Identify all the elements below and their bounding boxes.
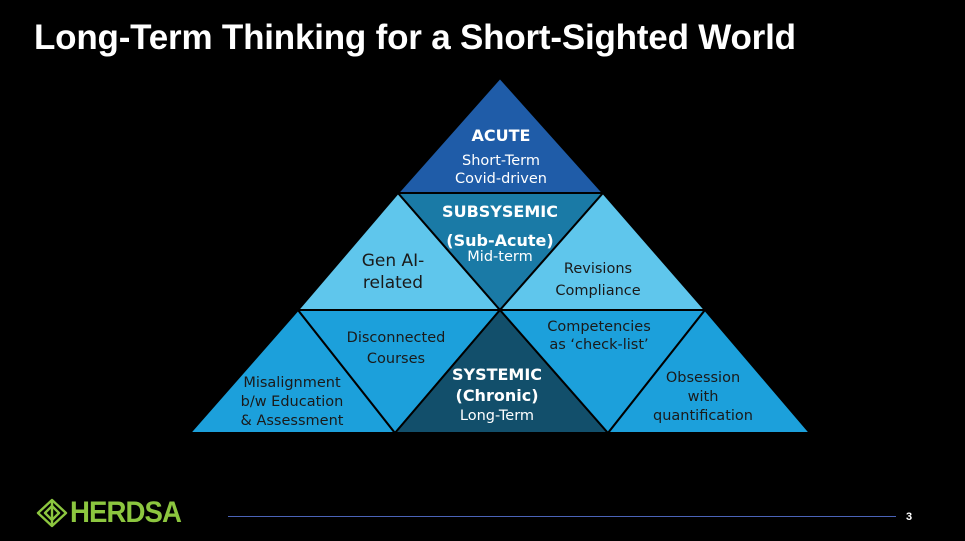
revisions-line1: Revisions xyxy=(563,261,633,277)
disconnected-label: Disconnected Courses xyxy=(347,328,446,370)
misalignment-line1: Misalignment xyxy=(243,375,341,391)
subsystemic-line1: Mid-term xyxy=(467,249,533,265)
revisions-line2: Compliance xyxy=(555,283,641,299)
acute-line1: Short-Term xyxy=(462,153,540,169)
systemic-heading2: (Chronic) xyxy=(455,386,539,405)
gen-ai-label: Gen AI- related xyxy=(362,250,425,294)
competencies-line2: as ‘check-list’ xyxy=(549,337,649,353)
systemic-label: SYSTEMIC (Chronic) Long-Term xyxy=(452,365,542,425)
disconnected-line1: Disconnected xyxy=(346,330,446,346)
obsession-label: Obsession with quantification xyxy=(653,369,753,426)
disconnected-line2: Courses xyxy=(366,351,426,367)
gen-ai-line1: Gen AI- xyxy=(361,251,425,271)
subsystemic-heading1: SUBSYSEMIC xyxy=(442,202,558,221)
acute-heading: ACUTE xyxy=(471,126,531,145)
competencies-label: Competencies as ‘check-list’ xyxy=(547,318,651,354)
obsession-line3: quantification xyxy=(653,408,753,424)
page-number: 3 xyxy=(906,511,913,523)
acute-label: ACUTE Short-Term Covid-driven xyxy=(455,126,547,188)
misalignment-line3: & Assessment xyxy=(240,413,344,429)
systemic-heading1: SYSTEMIC xyxy=(451,365,543,384)
obsession-line1: Obsession xyxy=(665,370,741,386)
misalignment-line2: b/w Education xyxy=(240,394,344,410)
slide-title: Long-Term Thinking for a Short-Sighted W… xyxy=(34,18,796,57)
herdsa-logo: HERDSA xyxy=(36,497,191,529)
competencies-line1: Competencies xyxy=(547,319,651,335)
revisions-label: Revisions Compliance xyxy=(555,258,640,302)
misalignment-label: Misalignment b/w Education & Assessment xyxy=(241,374,344,431)
acute-line2: Covid-driven xyxy=(455,171,547,187)
segment-obsession xyxy=(607,309,811,434)
obsession-line2: with xyxy=(687,389,719,405)
systemic-line1: Long-Term xyxy=(459,408,535,424)
leaf-icon xyxy=(36,498,68,528)
logo-text: HERDSA xyxy=(70,496,182,529)
subsystemic-label: SUBSYSEMIC (Sub-Acute) Mid-term xyxy=(442,202,558,264)
footer-divider xyxy=(228,516,896,517)
subsystemic-heading2: (Sub-Acute) xyxy=(446,231,554,250)
gen-ai-line2: related xyxy=(362,273,424,293)
